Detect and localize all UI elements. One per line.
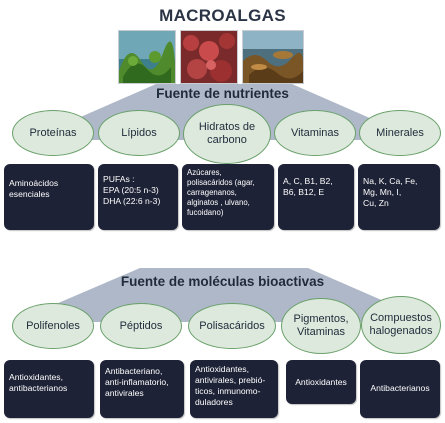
red-algae-photo — [180, 30, 238, 84]
oval-compuestos: Compuestos halogenados — [361, 296, 441, 354]
box-vitaminas: A, C, B1, B2, B6, B12, E — [278, 164, 354, 230]
box-proteinas: Aminoácidos esenciales — [4, 164, 94, 230]
oval-label: Polifenoles — [26, 319, 80, 332]
oval-label: Péptidos — [119, 319, 163, 332]
diagram-title: MACROALGAS — [159, 6, 286, 25]
oval-label: Proteínas — [29, 126, 77, 139]
box-line: Antioxidantes — [295, 377, 347, 387]
oval-label: Compuestos — [370, 312, 432, 324]
box-lipidos: PUFAs : EPA (20:5 n-3) DHA (22:6 n-3) — [98, 164, 178, 230]
box-line: Mg, Mn, I, — [363, 187, 402, 197]
oval-label: carbono — [207, 134, 247, 146]
oval-proteinas: Proteínas — [12, 110, 94, 156]
box-line: B6, B12, E — [283, 187, 325, 197]
green-algae-photo — [118, 30, 176, 84]
box-line: duladores — [195, 397, 233, 407]
oval-polisacaridos: Polisacáridos — [188, 303, 276, 349]
box-hidratos: Azúcares, polisacáridos (agar, carragena… — [182, 164, 274, 230]
oval-peptidos: Péptidos — [100, 303, 182, 349]
box-polifenoles: Antioxidantes, antibacterianos — [4, 360, 94, 418]
oval-label: Hidratos de — [198, 121, 256, 133]
oval-hidratos: Hidratos de carbono — [183, 104, 271, 164]
box-line: anti-inflamatorio, — [105, 377, 169, 387]
box-line: ticos, inmunomo- — [195, 386, 261, 396]
oval-pigmentos: Pigmentos, Vitaminas — [281, 298, 361, 354]
bioactives-section-title: Fuente de moléculas bioactivas — [120, 274, 325, 289]
oval-lipidos: Lípidos — [98, 110, 180, 156]
box-line: carragenanos, — [187, 188, 237, 197]
oval-label: halogenados — [369, 325, 433, 337]
box-line: Azúcares, — [187, 168, 222, 177]
nutrients-section-title: Fuente de nutrientes — [156, 86, 289, 101]
oval-polifenoles: Polifenoles — [12, 303, 94, 349]
box-line: PUFAs : — [103, 174, 135, 184]
box-line: fucoidano) — [187, 208, 224, 217]
box-peptidos: Antibacteriano, anti-inflamatorio, antiv… — [100, 360, 184, 418]
box-line: Antibacteriano, — [105, 366, 163, 376]
box-line: DHA (22:6 n-3) — [103, 196, 161, 206]
oval-label: Lípidos — [121, 126, 157, 139]
oval-vitaminas: Vitaminas — [274, 110, 356, 156]
brown-algae-photo — [242, 30, 304, 84]
box-line: Antibacterianos — [370, 383, 430, 393]
box-line: A, C, B1, B2, — [283, 176, 333, 186]
box-line: antivirales, prebió- — [195, 375, 266, 385]
box-line: Na, K, Ca, Fe, — [363, 176, 418, 186]
box-line: alginatos , ulvano, — [187, 198, 250, 207]
box-polisacaridos: Antioxidantes, antivirales, prebió- tico… — [190, 360, 278, 418]
oval-label: Pigmentos, — [293, 313, 349, 325]
box-line: antibacterianos — [9, 383, 68, 393]
box-minerales: Na, K, Ca, Fe, Mg, Mn, I, Cu, Zn — [358, 164, 440, 230]
box-compuestos: Antibacterianos — [360, 360, 440, 418]
box-line: Antioxidantes, — [9, 372, 63, 382]
oval-label: Minerales — [376, 126, 424, 139]
box-line: EPA (20:5 n-3) — [103, 185, 159, 195]
box-line: esenciales — [9, 189, 50, 199]
box-line: Cu, Zn — [363, 198, 389, 208]
oval-label: Polisacáridos — [199, 319, 265, 332]
oval-label: Vitaminas — [296, 326, 346, 338]
oval-minerales: Minerales — [359, 110, 441, 156]
box-line: Antioxidantes, — [195, 364, 249, 374]
box-line: Aminoácidos — [9, 178, 59, 188]
box-pigmentos: Antioxidantes — [286, 360, 356, 404]
box-line: antivirales — [105, 388, 144, 398]
box-line: polisacáridos (agar, — [187, 178, 255, 187]
oval-label: Vitaminas — [290, 126, 340, 139]
